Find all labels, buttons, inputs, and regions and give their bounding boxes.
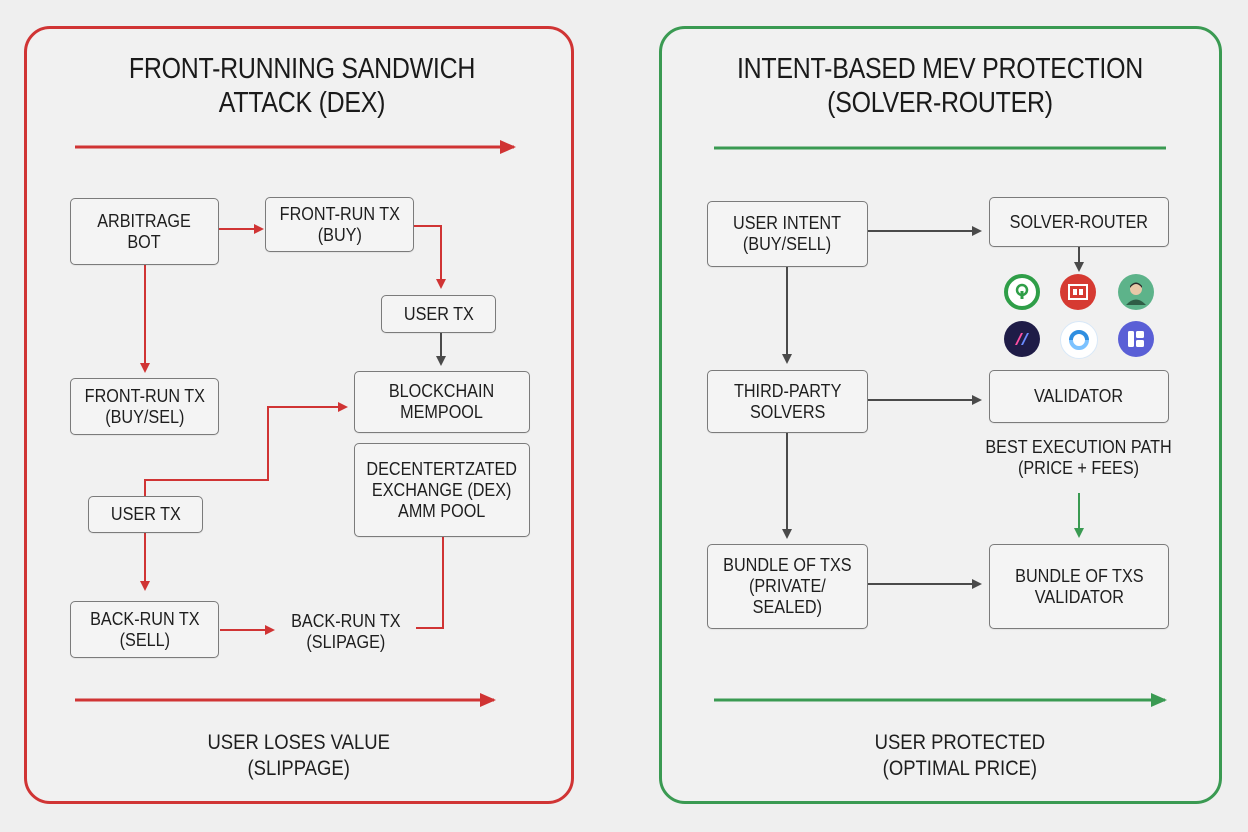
node-bundle-private-sealed: BUNDLE OF TXS (PRIVATE/ SEALED): [707, 544, 868, 629]
left-footer-outcome: USER LOSES VALUE (SLIPPAGE): [207, 731, 391, 780]
arrow-usertx-to-mempool: [144, 402, 348, 496]
right-panel-title: INTENT-BASED MEV PROTECTION (SOLVER-ROUT…: [737, 53, 1143, 119]
node-user-tx-mid: USER TX: [88, 496, 203, 533]
avatar-logo-icon: [1118, 274, 1154, 310]
node-user-intent: USER INTENT (BUY/SELL): [707, 201, 868, 267]
label-back-run-slippage: BACK-RUN TX (SLIPAGE): [291, 611, 401, 652]
green-lock-logo-icon: [1004, 274, 1040, 310]
node-arbitrage-bot: ARBITRAGE BOT: [70, 198, 219, 265]
arrow-frontrun-to-usertx: [414, 225, 446, 289]
node-dex-amm-pool: DECENTERTZATED EXCHANGE (DEX) AMM POOL: [354, 443, 530, 537]
right-footer-outcome: USER PROTECTED (OPTIMAL PRICE): [874, 731, 1046, 780]
node-back-run-sell: BACK-RUN TX (SELL): [70, 601, 219, 658]
node-third-party-solvers: THIRD-PARTY SOLVERS: [707, 370, 868, 433]
dark-blue-logo-icon: [1004, 321, 1040, 357]
node-solver-router: SOLVER-ROUTER: [989, 197, 1169, 247]
node-bundle-validator: BUNDLE OF TXS VALIDATOR: [989, 544, 1169, 629]
purple-grid-logo-icon: [1118, 321, 1154, 357]
label-best-execution-path: BEST EXECUTION PATH (PRICE + FEES): [985, 437, 1173, 478]
line-slippage-to-dex: [416, 537, 444, 629]
left-panel-title: FRONT-RUNNING SANDWICH ATTACK (DEX): [128, 53, 476, 119]
node-blockchain-mempool: BLOCKCHAIN MEMPOOL: [354, 371, 530, 433]
blue-swirl-logo-icon: [1060, 321, 1098, 359]
node-validator: VALIDATOR: [989, 370, 1169, 423]
node-front-run-buy-sell: FRONT-RUN TX (BUY/SEL): [70, 378, 219, 435]
node-user-tx-top: USER TX: [381, 295, 496, 333]
red-gu-logo-icon: [1060, 274, 1096, 310]
node-front-run-buy: FRONT-RUN TX (BUY): [265, 197, 414, 252]
